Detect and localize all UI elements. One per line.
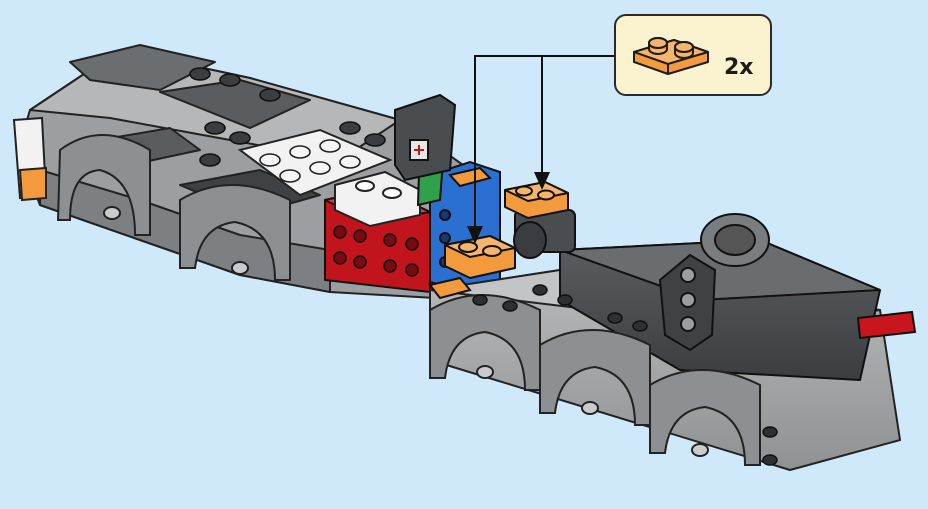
studs-dark (189, 67, 386, 167)
red-brick-holes (333, 225, 419, 277)
new-plate-upper (504, 181, 569, 219)
wheel-arches-right (429, 294, 761, 466)
arrow-heads (467, 172, 550, 244)
white-brick (334, 170, 421, 228)
wheel-arches-left (56, 134, 291, 281)
part-quantity: 2x (724, 55, 754, 80)
orange-corner-plate (428, 166, 492, 300)
dark-round-brick (513, 209, 576, 259)
gear-wheel (700, 213, 770, 267)
placement-arrows (474, 55, 614, 232)
technic-holes (472, 284, 778, 466)
red-axle (856, 310, 917, 340)
axle-pins-right (476, 365, 709, 457)
parts-callout: 2x (614, 14, 772, 96)
plate-1x2-icon (633, 37, 709, 75)
arrow-connector (474, 55, 614, 232)
green-lever (394, 93, 457, 207)
dark-liftarm (658, 253, 717, 352)
new-plate-lower (444, 235, 516, 279)
arrowhead-upper (534, 172, 550, 190)
studs-white (259, 139, 361, 183)
front-light-block (12, 116, 48, 202)
axle-pins-left (103, 206, 249, 275)
arrowhead-lower (467, 226, 483, 244)
